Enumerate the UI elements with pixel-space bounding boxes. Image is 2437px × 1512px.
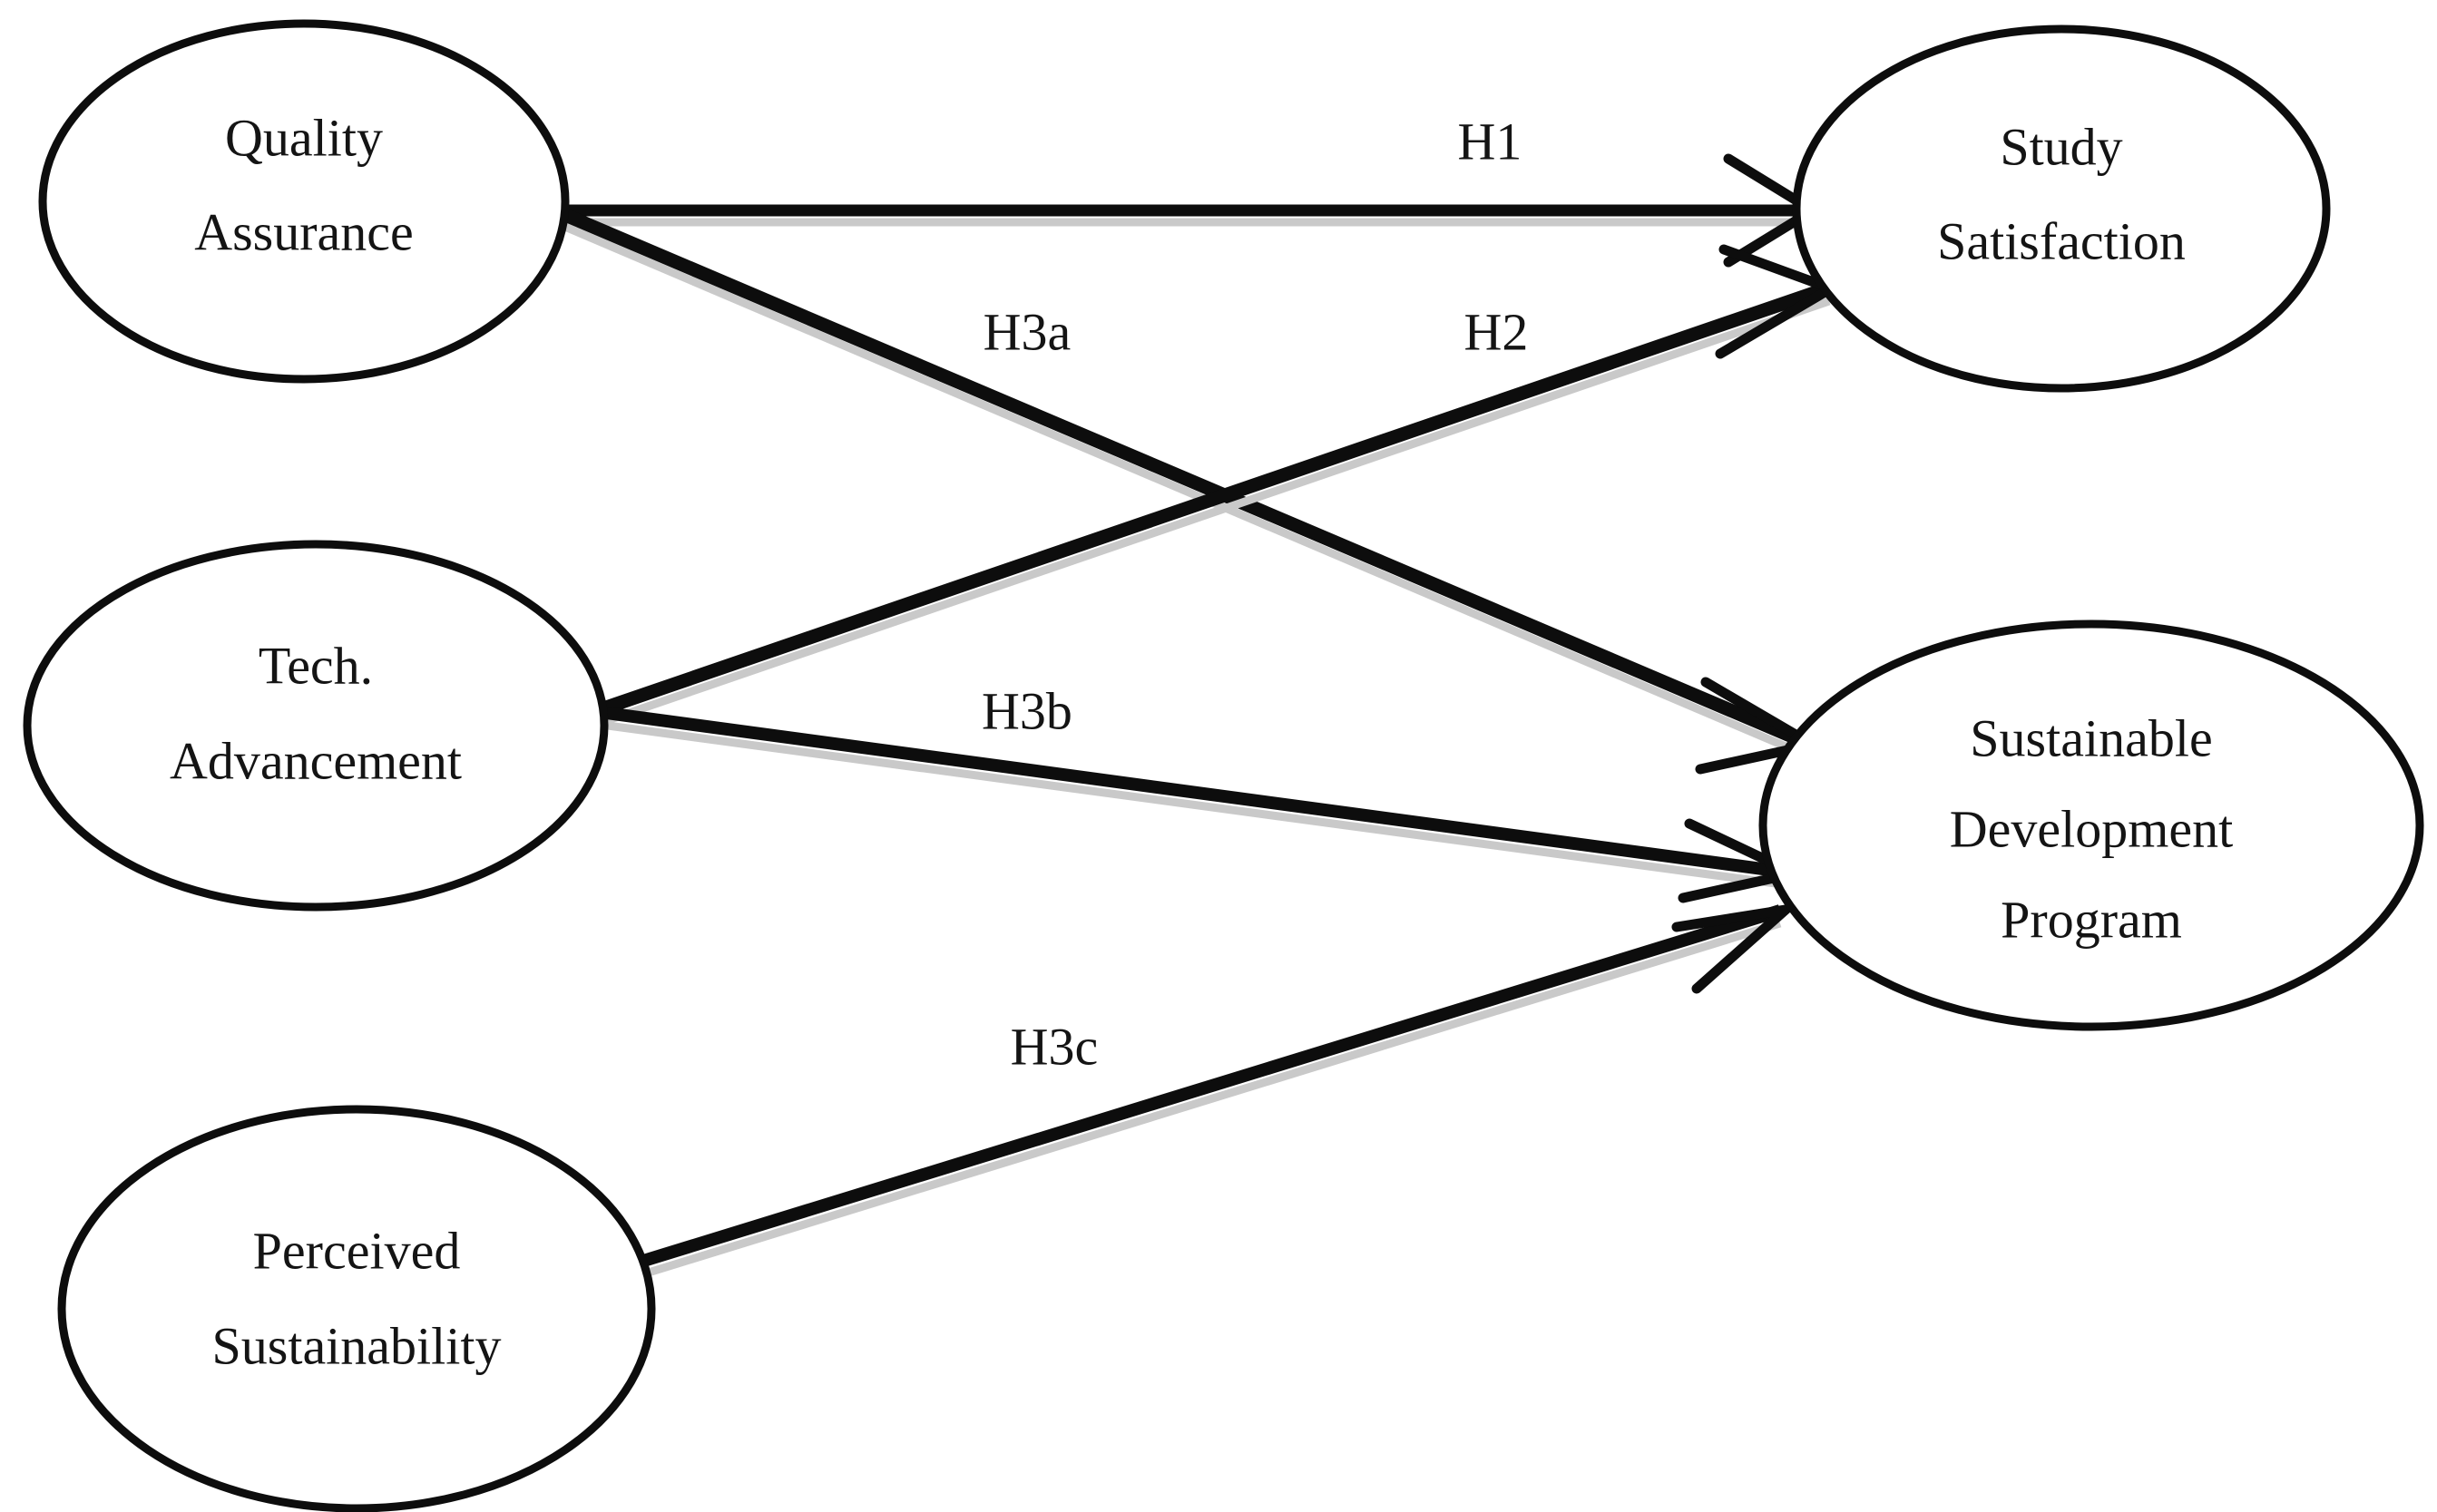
node-quality-assurance[interactable]: Quality Assurance [38, 19, 570, 384]
path-h3c-arrowhead [1671, 902, 1802, 994]
node-quality-assurance-label-line2: Assurance [194, 202, 414, 261]
path-h3a-shadow [559, 220, 1811, 761]
node-study-satisfaction-label-line1: Study [2000, 117, 2122, 176]
node-sustainable-development-program-label-line1: Sustainable [1970, 708, 2212, 767]
path-h3b[interactable] [605, 707, 1810, 903]
node-tech-advancement-label-line1: Tech. [259, 636, 373, 695]
path-label-h1: H1 [1458, 112, 1522, 171]
path-h2-shadow [606, 297, 1831, 725]
path-h3b-line [605, 707, 1790, 879]
node-study-satisfaction-shape [1792, 24, 2331, 393]
node-sustainable-development-program-label-line3: Program [2001, 890, 2182, 949]
node-study-satisfaction[interactable]: Study Satisfaction [1792, 24, 2331, 393]
node-perceived-sustainability-label-line2: Sustainability [212, 1316, 502, 1375]
node-tech-advancement[interactable]: Tech. Advancement [23, 540, 609, 912]
node-tech-advancement-label-line2: Advancement [170, 731, 462, 790]
path-h3a-line [556, 206, 1812, 750]
path-h3b-shadow [607, 721, 1790, 890]
node-sustainable-development-program-shape [1758, 619, 2424, 1031]
path-h3c-shadow [626, 919, 1782, 1283]
node-quality-assurance-shape [38, 19, 570, 384]
path-h3a[interactable] [556, 206, 1826, 775]
node-tech-advancement-shape [23, 540, 609, 912]
path-label-h3b: H3b [982, 681, 1072, 740]
path-label-h3a: H3a [984, 302, 1072, 361]
node-quality-assurance-label-line1: Quality [225, 108, 383, 167]
node-sustainable-development-program[interactable]: Sustainable Development Program [1758, 619, 2424, 1031]
node-perceived-sustainability-label-line1: Perceived [253, 1221, 461, 1280]
path-label-h3c: H3c [1011, 1017, 1099, 1076]
node-perceived-sustainability[interactable]: Perceived Sustainability [57, 1105, 656, 1512]
path-h3c[interactable] [623, 902, 1802, 1283]
node-study-satisfaction-label-line2: Satisfaction [1937, 211, 2186, 270]
path-label-h2: H2 [1464, 302, 1529, 361]
path-h1[interactable] [559, 153, 1823, 268]
node-sustainable-development-program-label-line2: Development [1950, 799, 2233, 858]
path-h2-line [603, 281, 1830, 715]
node-perceived-sustainability-shape [57, 1105, 656, 1512]
path-h3c-line [623, 904, 1783, 1273]
